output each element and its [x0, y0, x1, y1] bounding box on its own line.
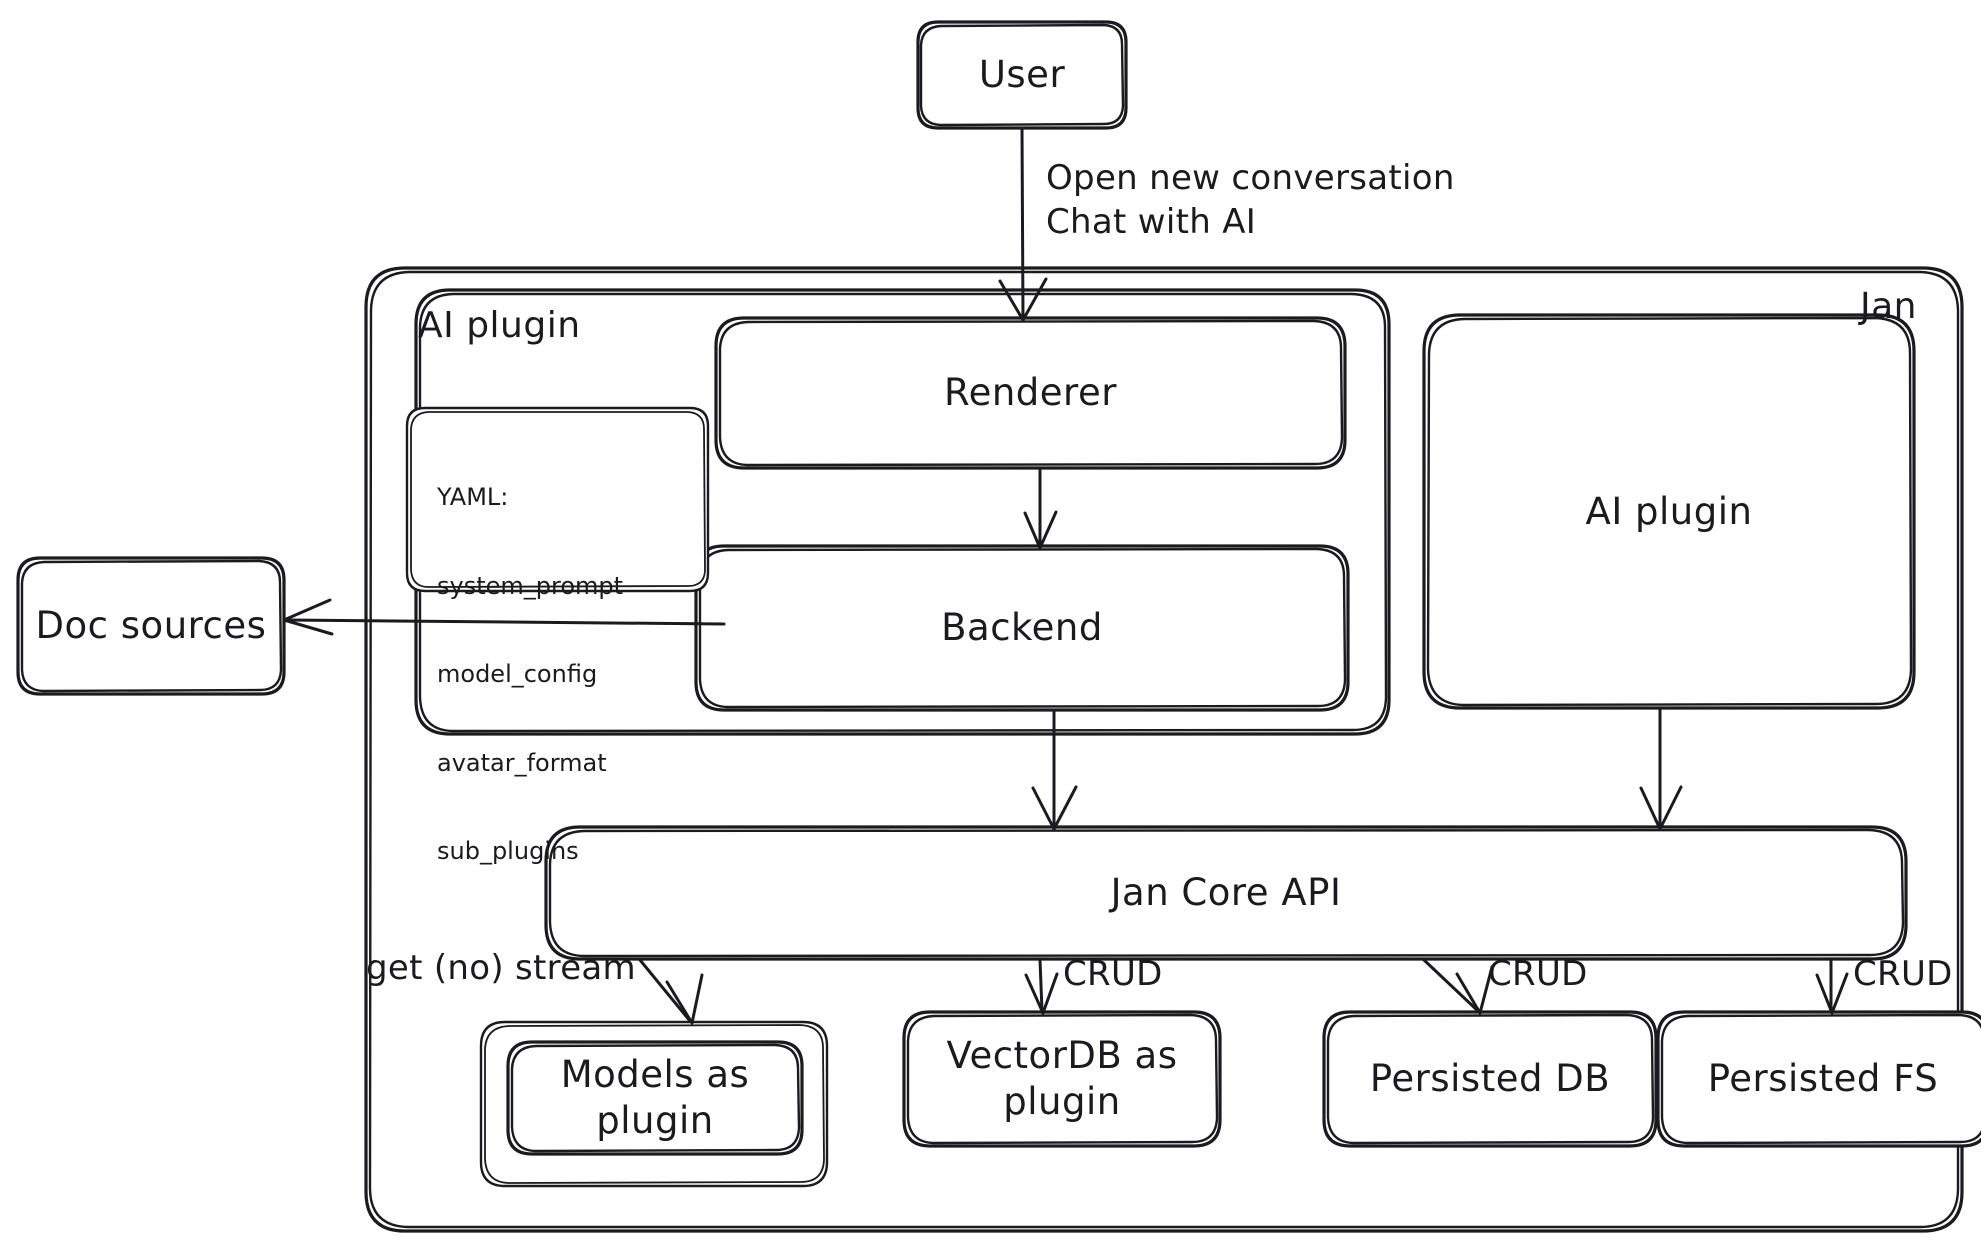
yaml-line-0: YAML: [437, 483, 509, 511]
arrow-core-to-models [638, 958, 704, 1025]
yaml-line-4: sub_plugins [437, 837, 579, 865]
doc-sources-box-shape [16, 556, 286, 696]
yaml-card-shape [405, 406, 710, 593]
arrow-backend-to-jan-core-api [1031, 709, 1078, 831]
arrow-ai-plugin-to-jan-core-api [1639, 707, 1683, 831]
arrow-backend-to-doc-sources [282, 598, 726, 636]
vectordb-plugin-box-shape [902, 1010, 1222, 1148]
arrow-user-to-renderer [998, 127, 1048, 322]
models-plugin-box-shape [506, 1040, 804, 1156]
arrow-core-to-vectordb [1024, 958, 1059, 1015]
user-box-shape [916, 20, 1128, 130]
yaml-line-3: avatar_format [437, 748, 607, 777]
yaml-line-1: system_prompt [437, 571, 624, 600]
persisted-fs-box-shape [1656, 1010, 1981, 1148]
backend-box-shape [694, 544, 1350, 712]
yaml-line-2: model_config [437, 660, 598, 688]
yaml-card: YAML: system_prompt model_config avatar_… [437, 424, 623, 926]
persisted-db-box-shape [1322, 1010, 1658, 1148]
renderer-box-shape [714, 316, 1347, 470]
arrow-renderer-to-backend [1023, 467, 1058, 550]
arrow-core-to-persisted-fs [1815, 958, 1849, 1015]
jan-core-api-box-shape [544, 825, 1908, 961]
ai-plugin-box-shape [1422, 313, 1916, 710]
arrow-core-to-persisted-db [1422, 958, 1494, 1015]
